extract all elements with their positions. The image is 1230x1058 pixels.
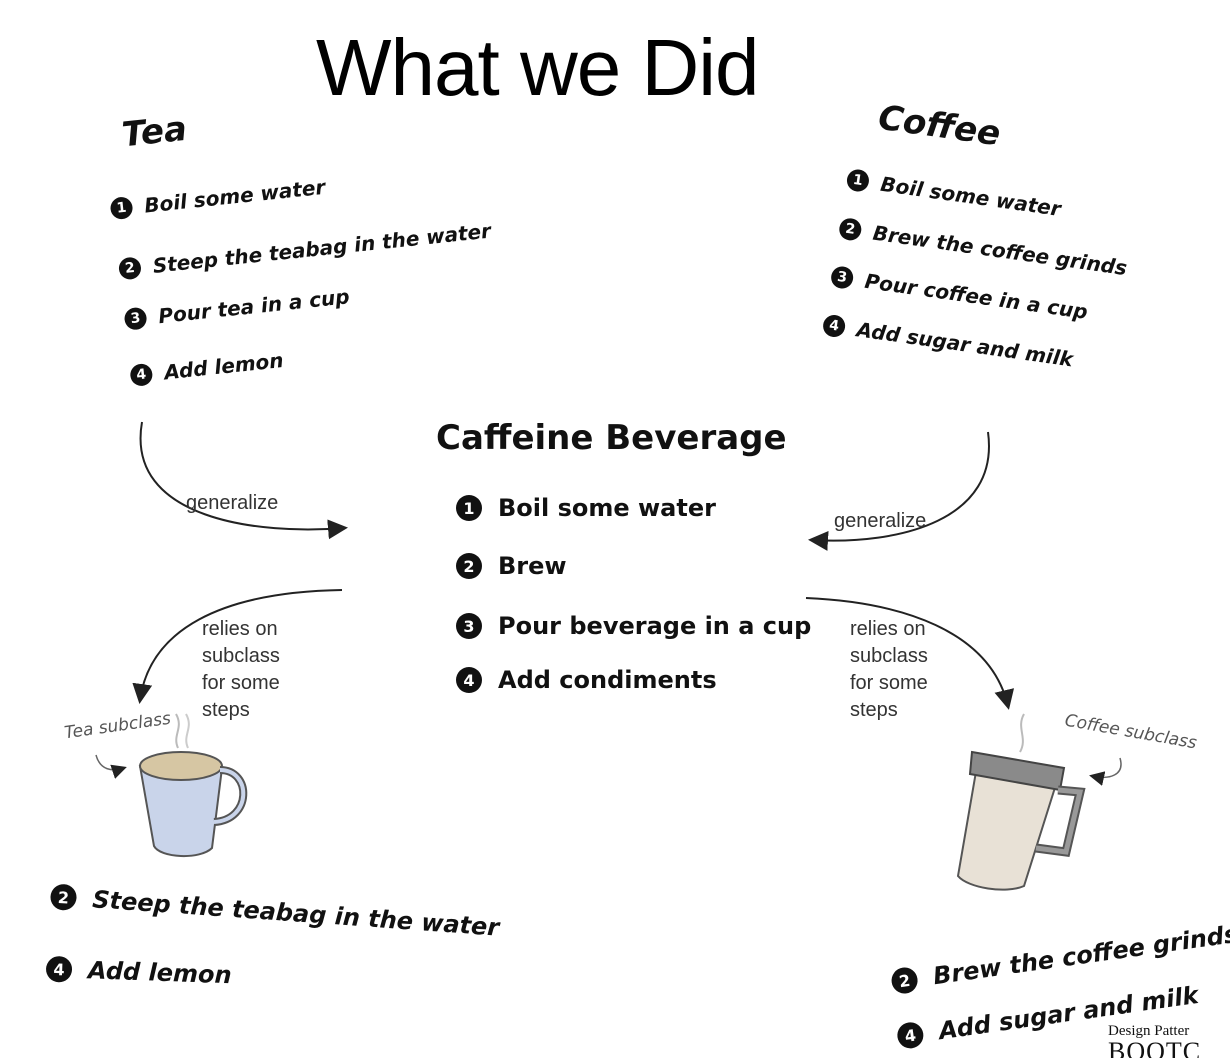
step-number-icon: 2 — [49, 883, 78, 912]
caffeine-step: 3 Pour beverage in a cup — [456, 612, 811, 640]
generalize-label-left: generalize — [186, 492, 279, 514]
relies-label-right: relies on subclass for some steps — [850, 616, 928, 724]
caffeine-step-text: Brew — [498, 552, 567, 580]
relies-label-left: relies on subclass for some steps — [202, 616, 280, 724]
relies-line: subclass — [202, 645, 280, 667]
caffeine-step-text: Boil some water — [498, 494, 716, 522]
bootcamp-logo: Design Patter BOOTC — [1108, 1024, 1230, 1058]
step-number-icon: 4 — [45, 955, 73, 983]
tea-pointer-arrow — [95, 754, 127, 779]
coffee-pointer-arrow — [1089, 757, 1122, 786]
generalize-arrow-right — [808, 431, 990, 551]
logo-line-2: BOOTC — [1108, 1037, 1202, 1058]
relies-line: relies on — [850, 618, 926, 640]
relies-arrow-left — [132, 589, 343, 704]
caffeine-step: 2 Brew — [456, 552, 567, 580]
page-title: What we Did — [316, 23, 759, 112]
step-number-icon: 1 — [456, 495, 482, 521]
caffeine-step-text: Add condiments — [498, 666, 717, 694]
relies-line: for some — [850, 672, 928, 694]
relies-arrow-right — [805, 597, 1015, 710]
step-number-icon: 2 — [456, 553, 482, 579]
logo-line-1: Design Patter — [1108, 1024, 1190, 1039]
relies-line: steps — [202, 699, 250, 721]
relies-line: subclass — [850, 645, 928, 667]
tea-subclass-step-text: Add lemon — [87, 956, 233, 990]
caffeine-step: 4 Add condiments — [456, 666, 717, 694]
caffeine-step-text: Pour beverage in a cup — [498, 612, 812, 640]
tea-cup-icon — [138, 713, 248, 858]
step-number-icon: 2 — [889, 965, 920, 996]
relies-line: relies on — [202, 618, 278, 640]
caffeine-heading: Caffeine Beverage — [436, 418, 787, 458]
caffeine-step: 1 Boil some water — [456, 494, 716, 522]
relies-line: steps — [850, 699, 898, 721]
relies-line: for some — [202, 672, 280, 694]
step-number-icon: 4 — [456, 667, 482, 693]
coffee-mug-icon — [956, 713, 1086, 891]
step-number-icon: 3 — [456, 613, 482, 639]
step-number-icon: 4 — [895, 1020, 926, 1051]
generalize-label-right: generalize — [834, 510, 927, 532]
generalize-arrow-left — [139, 421, 348, 540]
